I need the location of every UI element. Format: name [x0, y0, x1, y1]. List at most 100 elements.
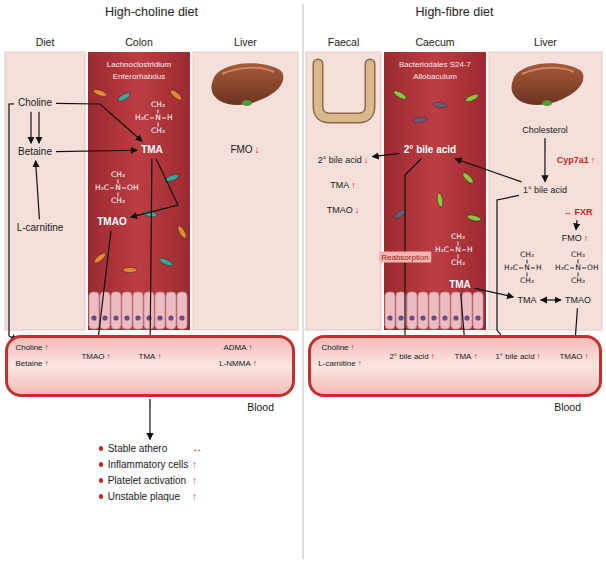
- structure-atom: H₃C: [504, 264, 518, 272]
- structure-atom: CH₃: [151, 127, 165, 135]
- label-text: ↓: [255, 144, 260, 155]
- epithelial-cell: [473, 292, 483, 329]
- label-text: TMA: [141, 144, 163, 155]
- heading: Blood: [247, 401, 274, 413]
- cell-nucleus: [113, 315, 118, 320]
- label-text: TMAO: [81, 352, 104, 361]
- panel: High-choline dietDietCholineBetaineL-car…: [0, 0, 303, 563]
- structure-atom: N: [155, 114, 161, 122]
- text-node: Cyp7a1↑: [555, 154, 598, 166]
- label-text: ↑: [358, 359, 362, 368]
- arrow-connector: [150, 159, 152, 350]
- liver-illustration: [211, 63, 283, 106]
- label-text: Cyp7a1: [557, 155, 589, 165]
- label-text: Stable athero: [98, 443, 189, 454]
- cell-nucleus: [168, 315, 173, 320]
- cell-nucleus: [431, 315, 436, 320]
- arrow-connector: [372, 153, 400, 156]
- panel: High-fibre dietFaecal2° bile acid↓TMA↑TM…: [303, 0, 606, 563]
- cell-nucleus: [475, 315, 480, 320]
- bacterium: [176, 225, 188, 240]
- gallbladder: [242, 100, 252, 106]
- cell-nucleus: [179, 315, 184, 320]
- column-fill: [489, 52, 602, 330]
- epithelial-cell: [440, 292, 450, 329]
- cell-nucleus: [135, 315, 140, 320]
- arrow-connector: [544, 138, 545, 182]
- bacterium: [461, 171, 475, 185]
- blood-vessel: BloodCholine↑L-carnitine↑2° bile acid↑TM…: [308, 335, 602, 397]
- heading: High-fibre diet: [303, 5, 606, 19]
- arrow-connector: [497, 195, 519, 349]
- label-text: Choline: [321, 343, 348, 352]
- heading: Colon: [88, 36, 190, 48]
- text-node: TMAO↑: [79, 351, 112, 362]
- label-text: ↑: [157, 352, 161, 361]
- bacterium: [117, 91, 132, 103]
- label-text: L-carnitine: [17, 222, 64, 233]
- heading: Liver: [193, 36, 298, 48]
- label-text: ↑: [351, 180, 356, 190]
- label-text: TMAO: [559, 352, 582, 361]
- structure-atom: OH: [127, 184, 139, 192]
- heading: High-choline diet: [0, 5, 303, 19]
- bacterium: [436, 193, 444, 208]
- text-node: TMAO↓: [325, 204, 362, 216]
- panel-divider: [303, 4, 304, 559]
- liver-shape: [511, 63, 583, 105]
- epithelial-cell: [144, 292, 154, 329]
- cell-nucleus: [453, 315, 458, 320]
- colon-outline: [318, 64, 370, 118]
- label-text: 1° bile acid: [495, 352, 534, 361]
- structure-atom: N: [455, 246, 461, 254]
- change-arrow: ↔: [192, 443, 202, 454]
- column-fill: [384, 52, 486, 330]
- text-node: Cholesterol: [520, 124, 570, 136]
- text-node: TMA↑: [328, 179, 358, 191]
- chemical-bond: [578, 273, 579, 277]
- label-text: ↑: [584, 233, 589, 243]
- bacteria-name: Enterorhabdus: [113, 73, 165, 81]
- chemical-bond: [458, 255, 459, 259]
- bacterium: [159, 257, 174, 268]
- label-text: TMA: [449, 279, 471, 290]
- epithelial-cell: [429, 292, 439, 329]
- heading: Blood: [554, 401, 581, 413]
- chemical-bond: [570, 268, 574, 269]
- structure-atom: N: [524, 264, 530, 272]
- text-node: TMA: [516, 294, 539, 306]
- change-arrow: ↑: [192, 459, 202, 470]
- cell-nucleus: [409, 315, 414, 320]
- arrow-connector: [36, 161, 40, 220]
- chemical-bond: [158, 110, 159, 114]
- chemical-bond: [162, 118, 166, 119]
- label-text: 2° bile acid: [389, 352, 428, 361]
- label-text: Platelet activation: [98, 475, 189, 486]
- arrow-connector: [576, 220, 577, 230]
- chemical-bond: [458, 242, 459, 246]
- column-fill: [306, 52, 381, 330]
- structure-atom: H: [536, 264, 542, 272]
- label-text: ↑: [431, 352, 435, 361]
- text-node: L-NMMA↑: [217, 358, 259, 369]
- label-text: FMO: [230, 144, 252, 155]
- text-node: ↔FXR: [562, 206, 595, 218]
- structure-atom: CH₃: [520, 251, 534, 259]
- text-node: ADMA↑: [221, 342, 254, 353]
- bacterium: [433, 101, 448, 109]
- arrow-connector: [38, 112, 39, 144]
- label-text: 2° bile acid: [318, 155, 362, 165]
- liver-highlight: [522, 68, 574, 74]
- epithelial-cell: [122, 292, 132, 329]
- chemical-bond: [150, 118, 154, 119]
- text-node: 1° bile acid↑: [493, 351, 542, 362]
- structure-atom: N: [115, 184, 121, 192]
- arrow-connector: [56, 150, 137, 151]
- arrow-connector: [97, 231, 111, 350]
- chemical-bond: [122, 188, 126, 189]
- arrow-connector: [149, 399, 150, 440]
- text-node: TMA: [139, 143, 165, 157]
- arrow-connector: [56, 103, 142, 141]
